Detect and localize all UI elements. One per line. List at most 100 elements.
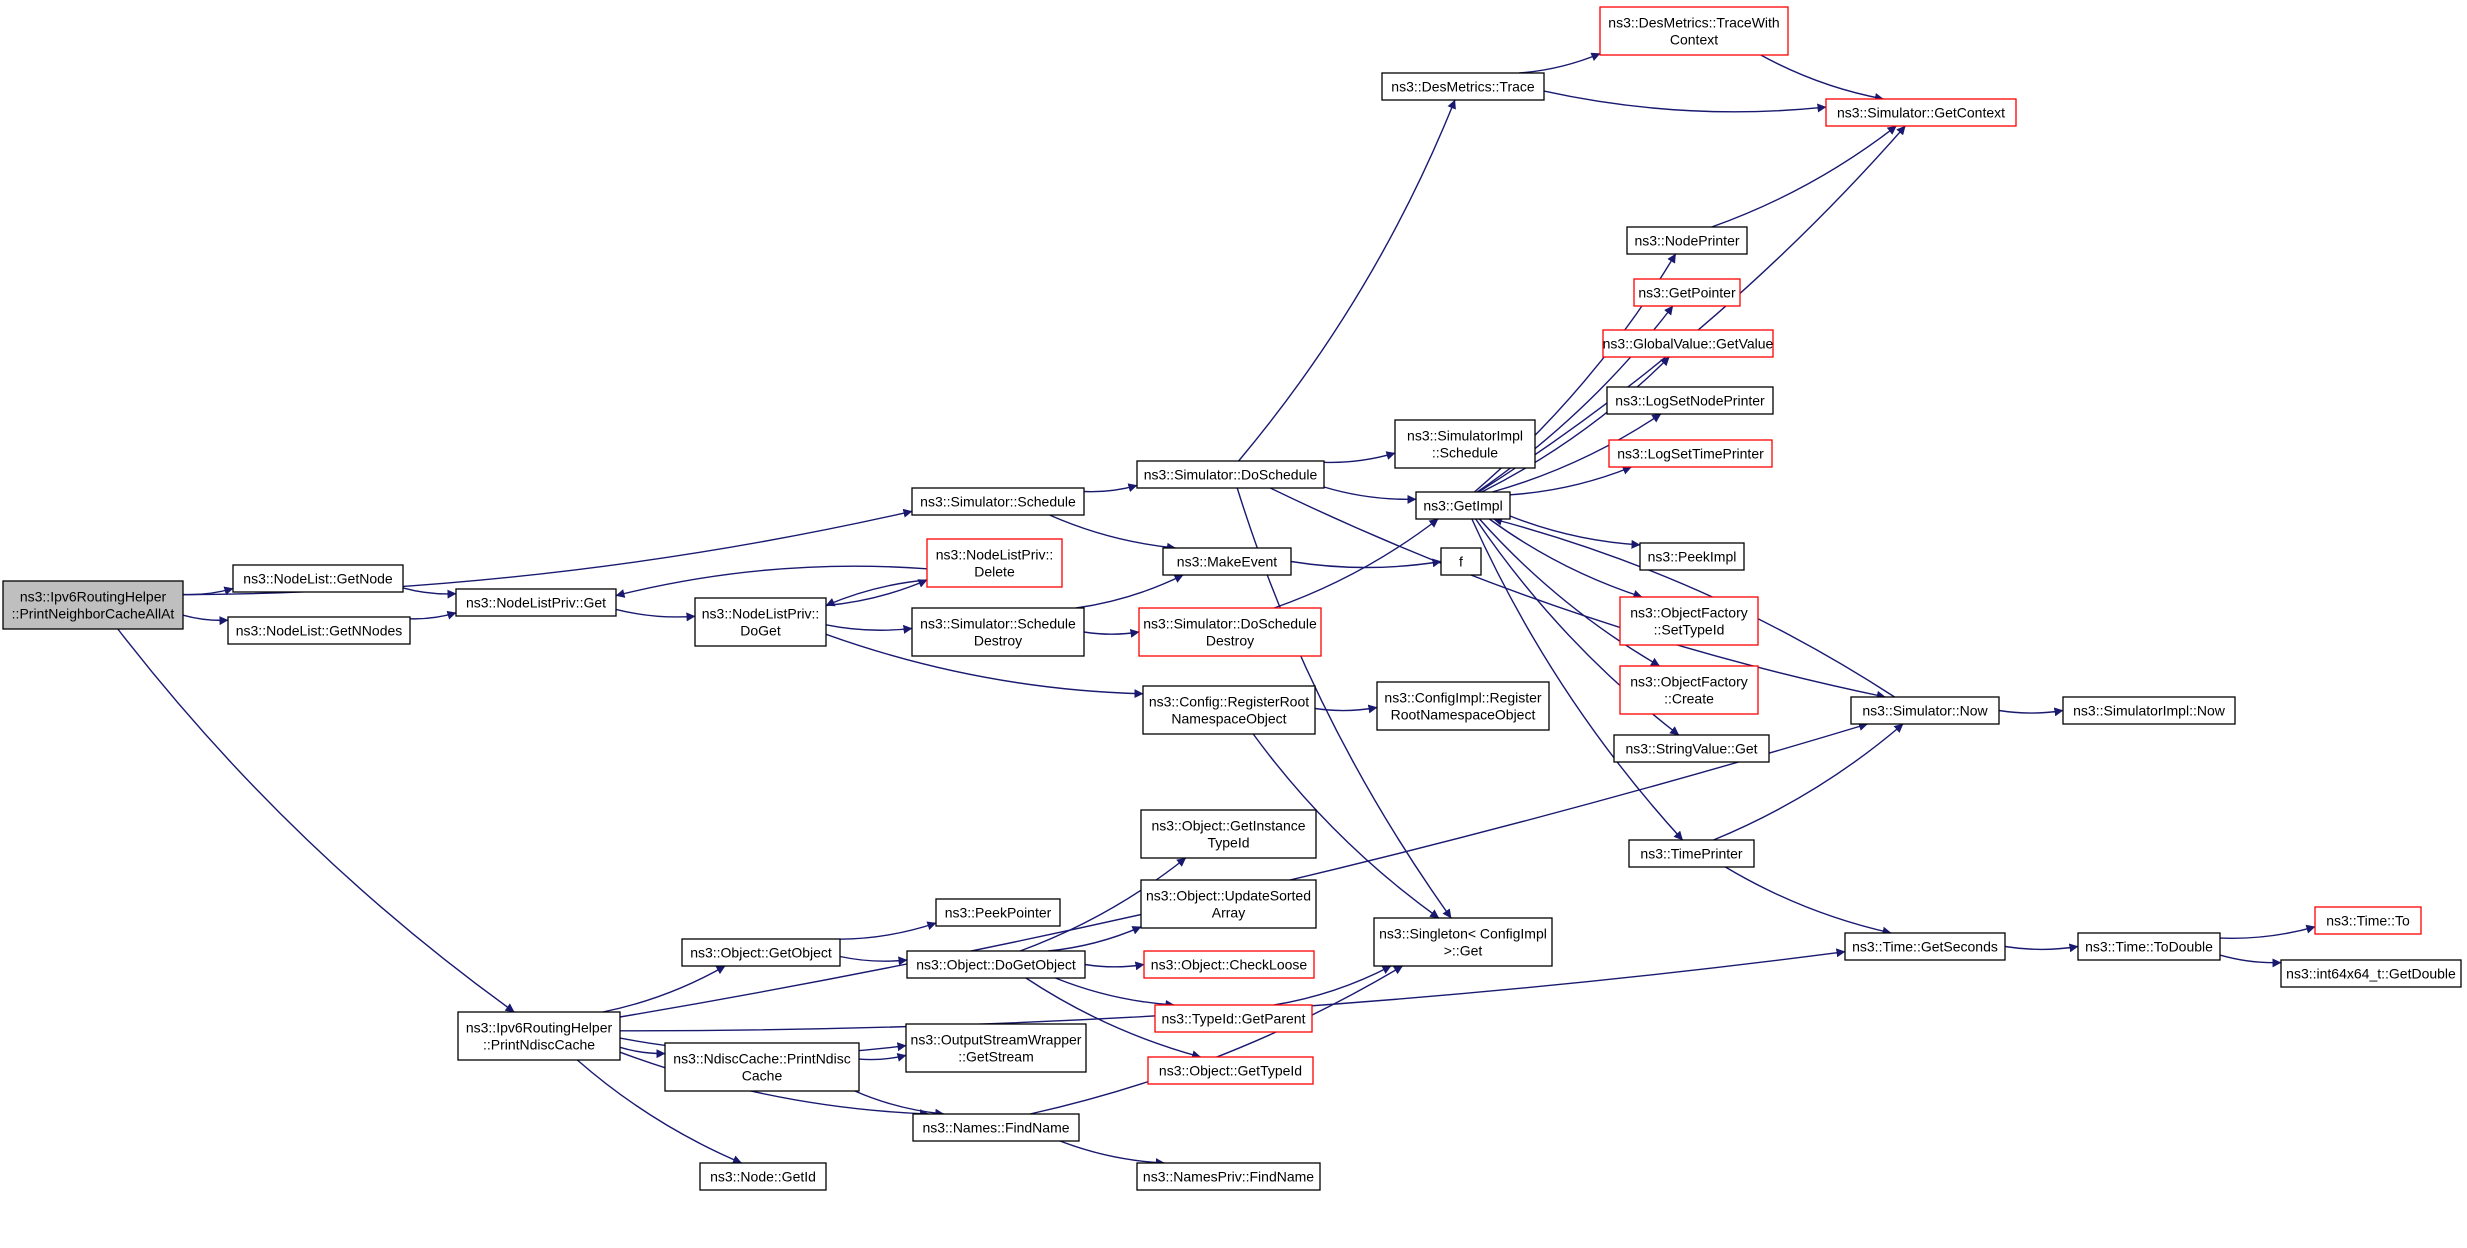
node-sim_doschedule[interactable]: ns3::Simulator::DoSchedule	[1136, 460, 1325, 489]
node-nl_getnode[interactable]: ns3::NodeList::GetNode	[232, 564, 404, 593]
node-logsetnodeprinter[interactable]: ns3::LogSetNodePrinter	[1606, 386, 1774, 415]
node-stringvalue_get[interactable]: ns3::StringValue::Get	[1613, 734, 1770, 763]
node-label-nlp_delete-0: ns3::NodeListPriv::	[936, 547, 1054, 563]
node-nlp_doget[interactable]: ns3::NodeListPriv::DoGet	[694, 597, 827, 647]
node-singleton_get[interactable]: ns3::Singleton< ConfigImpl >::Get	[1373, 917, 1553, 967]
node-box-getpointer	[1633, 278, 1741, 307]
node-simimpl_schedule[interactable]: ns3::SimulatorImpl::Schedule	[1394, 419, 1536, 469]
node-obj_getobject[interactable]: ns3::Object::GetObject	[681, 938, 841, 967]
node-obj_checkloose[interactable]: ns3::Object::CheckLoose	[1143, 950, 1315, 979]
node-cfgimpl_register[interactable]: ns3::ConfigImpl::RegisterRootNamespaceOb…	[1376, 681, 1550, 731]
node-ndisc_print[interactable]: ns3::NdiscCache::PrintNdiscCache	[664, 1042, 860, 1092]
node-box-sim_schedule	[911, 487, 1085, 516]
edge-sim_now-to-simimpl_now	[1998, 707, 2064, 717]
node-sim_getcontext[interactable]: ns3::Simulator::GetContext	[1825, 98, 2017, 127]
node-osw_getstream[interactable]: ns3::OutputStreamWrapper::GetStream	[905, 1023, 1087, 1073]
edge-obj_dogetobject-to-obj_getinstance	[1019, 857, 1187, 952]
node-node_getid[interactable]: ns3::Node::GetId	[699, 1162, 827, 1191]
node-f[interactable]: f	[1440, 547, 1482, 576]
edge-getimpl-to-logsetnodeprinter	[1492, 413, 1662, 493]
node-time_todouble[interactable]: ns3::Time::ToDouble	[2077, 932, 2221, 961]
edge-sim_schedule-to-sim_doschedule	[1083, 483, 1138, 493]
node-timeprinter[interactable]: ns3::TimePrinter	[1628, 839, 1755, 868]
node-int64_getdouble[interactable]: ns3::int64x64_t::GetDouble	[2280, 959, 2462, 988]
node-peekpointer[interactable]: ns3::PeekPointer	[935, 898, 1061, 927]
edge-makeevent-to-f	[1290, 558, 1442, 569]
node-box-typeid_getparent	[1154, 1004, 1313, 1033]
node-label-obj_getinstance-0: ns3::Object::GetInstance	[1151, 818, 1305, 834]
node-box-getimpl	[1415, 491, 1511, 520]
node-printndisc[interactable]: ns3::Ipv6RoutingHelper::PrintNdiscCache	[457, 1011, 621, 1061]
edge-sim_scheddestroy-to-makeevent	[1075, 574, 1184, 609]
edge-obj_dogetobject-to-obj_updatesorted	[1047, 926, 1142, 952]
edge-nlp_get-to-nlp_doget	[615, 608, 696, 622]
node-label-stringvalue_get-0: ns3::StringValue::Get	[1625, 741, 1757, 757]
node-of_create[interactable]: ns3::ObjectFactory::Create	[1619, 665, 1759, 715]
node-peekimpl[interactable]: ns3::PeekImpl	[1639, 542, 1745, 571]
node-obj_gettypeid[interactable]: ns3::Object::GetTypeId	[1147, 1056, 1314, 1085]
node-box-time_getseconds	[1844, 932, 2006, 961]
node-label-typeid_getparent-0: ns3::TypeId::GetParent	[1162, 1011, 1306, 1027]
node-logsettimeprinter[interactable]: ns3::LogSetTimePrinter	[1608, 439, 1773, 468]
edge-printndisc-to-obj_getobject	[602, 965, 726, 1013]
node-box-nodeprinter	[1626, 226, 1748, 255]
node-box-cfgimpl_register	[1376, 681, 1550, 731]
edge-sim_doschedule-to-sim_now	[1269, 487, 1886, 700]
edge-nl_getnode-to-nlp_get	[402, 587, 457, 599]
node-box-desm_tracectx	[1599, 6, 1789, 56]
node-label-nlp_doget-1: DoGet	[740, 623, 781, 639]
node-label-getpointer-0: ns3::GetPointer	[1638, 285, 1736, 301]
edge-nlp_doget-to-nlp_delete	[825, 579, 928, 607]
node-simimpl_now[interactable]: ns3::SimulatorImpl::Now	[2062, 696, 2236, 725]
node-box-nlp_get	[455, 588, 617, 617]
edge-typeid_getparent-to-singleton_get	[1273, 965, 1392, 1006]
node-box-namespriv_findname	[1136, 1162, 1321, 1191]
node-of_settypeid[interactable]: ns3::ObjectFactory::SetTypeId	[1619, 596, 1759, 646]
node-label-nl_getnnodes-0: ns3::NodeList::GetNNodes	[236, 623, 403, 639]
node-desm_trace[interactable]: ns3::DesMetrics::Trace	[1381, 72, 1545, 101]
node-root[interactable]: ns3::Ipv6RoutingHelper::PrintNeighborCac…	[2, 580, 184, 630]
node-box-makeevent	[1162, 547, 1292, 576]
nodes-layer: ns3::Ipv6RoutingHelper::PrintNeighborCac…	[2, 6, 2462, 1191]
node-label-gv_getvalue-0: ns3::GlobalValue::GetValue	[1603, 336, 1774, 352]
node-label-sim_scheddestroy-0: ns3::Simulator::Schedule	[920, 616, 1076, 632]
node-label-simimpl_now-0: ns3::SimulatorImpl::Now	[2073, 703, 2226, 719]
node-label-time_getseconds-0: ns3::Time::GetSeconds	[1852, 939, 1998, 955]
node-label-makeevent-0: ns3::MakeEvent	[1177, 554, 1277, 570]
node-obj_dogetobject[interactable]: ns3::Object::DoGetObject	[906, 950, 1086, 979]
node-box-root	[2, 580, 184, 630]
edge-printndisc-to-node_getid	[576, 1059, 742, 1164]
node-nlp_get[interactable]: ns3::NodeListPriv::Get	[455, 588, 617, 617]
node-time_getseconds[interactable]: ns3::Time::GetSeconds	[1844, 932, 2006, 961]
node-gv_getvalue[interactable]: ns3::GlobalValue::GetValue	[1602, 329, 1774, 358]
edge-desm_tracectx-to-sim_getcontext	[1760, 54, 1884, 102]
node-box-time_todouble	[2077, 932, 2221, 961]
node-makeevent[interactable]: ns3::MakeEvent	[1162, 547, 1292, 576]
node-getpointer[interactable]: ns3::GetPointer	[1633, 278, 1741, 307]
node-nodeprinter[interactable]: ns3::NodePrinter	[1626, 226, 1748, 255]
node-nl_getnnodes[interactable]: ns3::NodeList::GetNNodes	[227, 616, 411, 645]
node-label-node_getid-0: ns3::Node::GetId	[710, 1169, 816, 1185]
node-sim_schedule[interactable]: ns3::Simulator::Schedule	[911, 487, 1085, 516]
edge-desm_trace-to-desm_tracectx	[1519, 52, 1601, 74]
node-namespriv_findname[interactable]: ns3::NamesPriv::FindName	[1136, 1162, 1321, 1191]
node-sim_now[interactable]: ns3::Simulator::Now	[1850, 696, 2000, 725]
node-getimpl[interactable]: ns3::GetImpl	[1415, 491, 1511, 520]
node-names_findname[interactable]: ns3::Names::FindName	[912, 1113, 1080, 1142]
node-box-sim_scheddestroy	[911, 607, 1085, 657]
edge-sim_schedule-to-makeevent	[1049, 514, 1176, 552]
edge-getimpl-to-of_create	[1478, 518, 1660, 667]
node-typeid_getparent[interactable]: ns3::TypeId::GetParent	[1154, 1004, 1313, 1033]
node-nlp_delete[interactable]: ns3::NodeListPriv::Delete	[926, 538, 1063, 588]
edge-time_getseconds-to-time_todouble	[2004, 943, 2079, 953]
node-label-obj_updatesorted-1: Array	[1212, 905, 1245, 921]
node-label-sim_doscheddestroy-1: Destroy	[1206, 633, 1254, 649]
node-box-names_findname	[912, 1113, 1080, 1142]
node-time_to[interactable]: ns3::Time::To	[2314, 906, 2422, 935]
